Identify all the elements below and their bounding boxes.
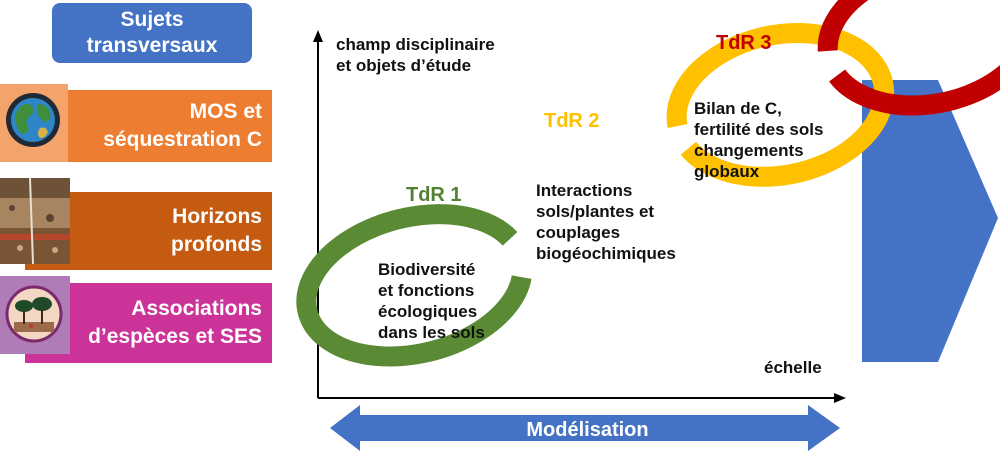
modelisation-double-arrow: [330, 405, 840, 451]
tdr-diagram: [296, 0, 1000, 451]
tdr3-line: fertilité des sols: [694, 120, 824, 139]
tdr2-line: sols/plantes et: [536, 202, 655, 221]
tdr1-description: Biodiversité et fonctions écologiques da…: [378, 259, 485, 343]
sidebar-header-line-2: transversaux: [86, 34, 218, 57]
tdr2-line: couplages: [536, 223, 621, 242]
tdr2-description: Interactions sols/plantes et couplages b…: [536, 180, 676, 264]
tdr3-line: changements: [694, 141, 804, 160]
tdr3-title: TdR 3: [716, 32, 772, 54]
tdr1-line: et fonctions: [378, 281, 475, 300]
theme-line: d’espèces et SES: [88, 325, 262, 348]
trees-circle-icon: [0, 276, 70, 354]
tdr1-line: Biodiversité: [378, 260, 476, 279]
y-axis-label-line: champ disciplinaire: [336, 35, 495, 54]
tdr2-line: Interactions: [536, 181, 633, 200]
modelisation-label: Modélisation: [526, 419, 649, 441]
soil-profile-icon: [0, 178, 70, 264]
tdr3-description: Bilan de C, fertilité des sols changemen…: [694, 98, 823, 182]
tdr2-title: TdR 2: [544, 110, 600, 132]
tdr3-line: globaux: [694, 162, 760, 181]
tdr2-line: biogéochimiques: [536, 244, 676, 263]
theme-line: séquestration C: [103, 128, 262, 151]
tdr3-line: Bilan de C,: [694, 99, 782, 118]
theme-line: Associations: [131, 297, 262, 320]
y-axis-label: champ disciplinaire et objets d’étude: [336, 34, 495, 76]
y-axis-arrowhead: [313, 30, 323, 42]
tdr1-line: dans les sols: [378, 323, 485, 342]
sidebar-header: Sujets transversaux: [52, 3, 252, 63]
x-axis-arrowhead: [834, 393, 846, 403]
big-right-arrow: [862, 80, 998, 362]
tdr1-line: écologiques: [378, 302, 478, 321]
tdr2-ring: [666, 23, 895, 187]
x-axis-label: échelle: [764, 358, 822, 377]
theme-line: profonds: [171, 233, 262, 256]
theme-mos-sequestration: MOS et séquestration C: [62, 90, 272, 162]
sidebar-header-line-1: Sujets: [120, 8, 184, 31]
tdr1-title: TdR 1: [406, 184, 462, 206]
tdr1-ring: [296, 204, 532, 367]
tdr3-ring: [817, 0, 1000, 116]
theme-line: Horizons: [172, 205, 262, 228]
y-axis-label-line: et objets d’étude: [336, 56, 472, 75]
theme-line: MOS et: [189, 100, 262, 123]
earth-globe-icon: [0, 84, 68, 162]
